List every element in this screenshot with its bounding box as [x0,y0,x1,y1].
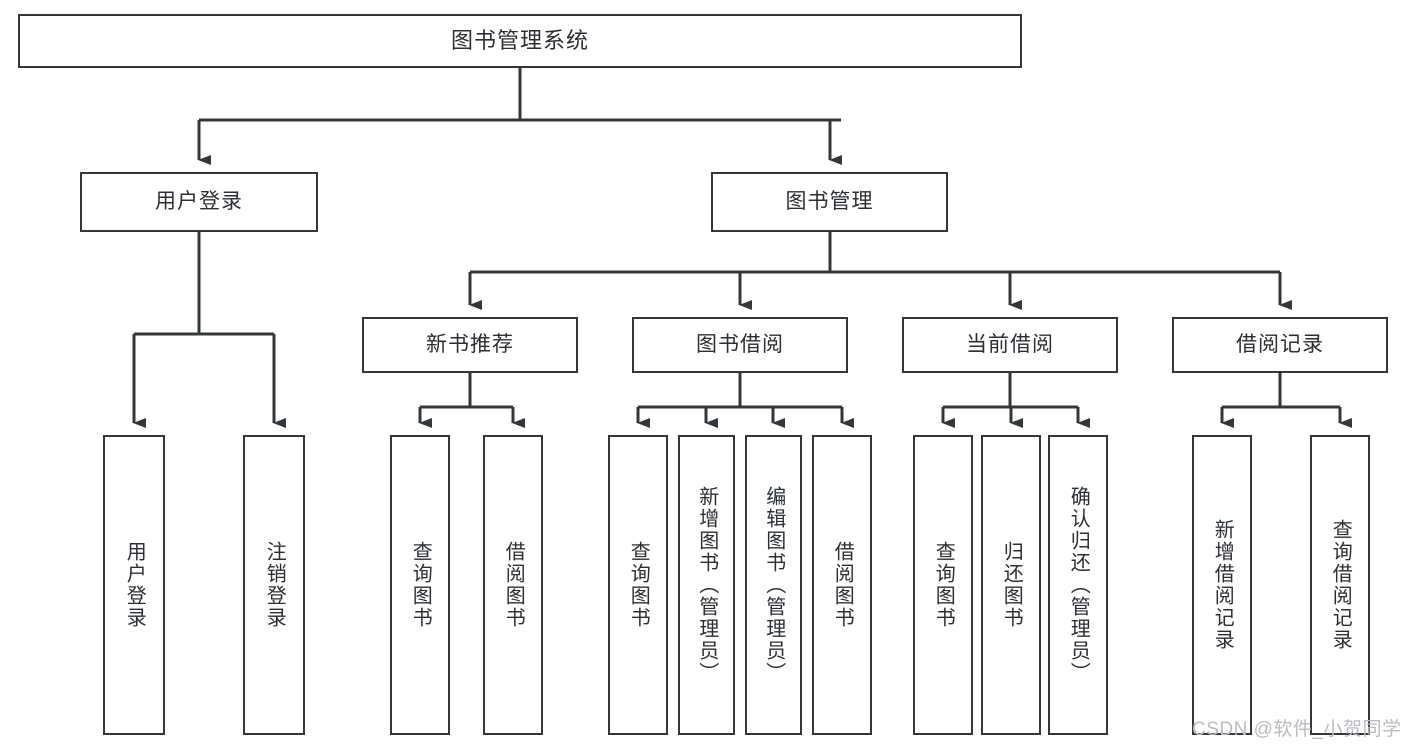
node-leaf-borrow-book-rec-label: 借阅图书 [502,541,525,629]
node-leaf-add-record[interactable]: 新增借阅记录 [1192,435,1252,735]
node-current-borrow-label: 当前借阅 [966,333,1054,357]
node-new-book-recommend-label: 新书推荐 [426,333,514,357]
node-user-login-label: 用户登录 [155,190,243,214]
node-book-borrow[interactable]: 图书借阅 [632,317,848,373]
node-leaf-logout-label: 注销登录 [263,541,286,629]
node-leaf-user-login-label: 用户登录 [123,541,146,629]
node-leaf-query-book-current-label: 查询图书 [932,541,955,629]
node-leaf-edit-book-label: 编辑图书（管理员） [762,486,785,684]
node-user-login[interactable]: 用户登录 [80,172,318,232]
node-leaf-query-book-borrow-label: 查询图书 [627,541,650,629]
node-leaf-return-book[interactable]: 归还图书 [981,435,1041,735]
node-current-borrow[interactable]: 当前借阅 [902,317,1118,373]
node-leaf-logout[interactable]: 注销登录 [243,435,305,735]
node-leaf-borrow-book-label: 借阅图书 [831,541,854,629]
node-leaf-edit-book[interactable]: 编辑图书（管理员） [745,435,802,735]
node-leaf-add-record-label: 新增借阅记录 [1211,519,1234,651]
node-leaf-borrow-book-rec[interactable]: 借阅图书 [483,435,543,735]
node-leaf-query-book-current[interactable]: 查询图书 [913,435,973,735]
node-borrow-record[interactable]: 借阅记录 [1172,317,1388,373]
node-leaf-user-login[interactable]: 用户登录 [103,435,165,735]
node-leaf-add-book-label: 新增图书（管理员） [695,486,718,684]
node-leaf-query-book-rec-label: 查询图书 [409,541,432,629]
node-leaf-return-book-label: 归还图书 [1000,541,1023,629]
node-book-manage-label: 图书管理 [785,190,874,214]
node-new-book-recommend[interactable]: 新书推荐 [362,317,578,373]
node-leaf-query-book-rec[interactable]: 查询图书 [390,435,450,735]
node-root-label: 图书管理系统 [450,27,589,53]
node-leaf-add-book[interactable]: 新增图书（管理员） [678,435,735,735]
node-borrow-record-label: 借阅记录 [1236,333,1324,357]
node-book-manage[interactable]: 图书管理 [711,172,948,232]
node-leaf-confirm-return[interactable]: 确认归还（管理员） [1048,435,1108,735]
node-root[interactable]: 图书管理系统 [18,14,1022,68]
node-book-borrow-label: 图书借阅 [696,333,784,357]
node-leaf-query-record-label: 查询借阅记录 [1329,519,1352,651]
watermark: CSDN @软件_小贺同学 [1192,719,1402,740]
node-leaf-query-book-borrow[interactable]: 查询图书 [608,435,668,735]
node-leaf-confirm-return-label: 确认归还（管理员） [1067,486,1090,684]
node-leaf-borrow-book[interactable]: 借阅图书 [812,435,872,735]
node-leaf-query-record[interactable]: 查询借阅记录 [1310,435,1370,735]
